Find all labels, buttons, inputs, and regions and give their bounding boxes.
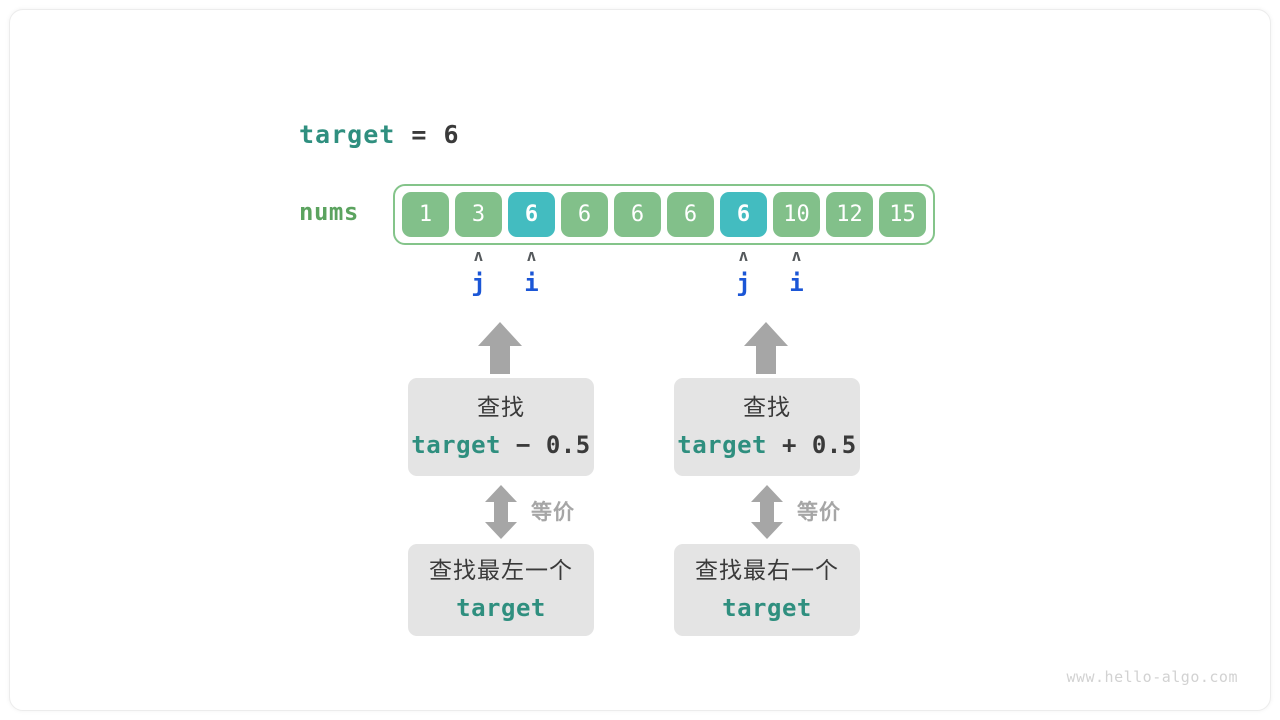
up-arrow-left	[477, 320, 523, 374]
top-box-right-var: target	[677, 431, 767, 459]
bottom-box-left: 查找最左一个 target	[408, 544, 594, 636]
top-box-left-operand: 0.5	[545, 431, 591, 459]
top-box-left-line1: 查找	[477, 395, 525, 421]
equivalence-arrow-right	[750, 484, 784, 540]
pointer-caret-icon: ʌ	[473, 246, 484, 265]
pointer-caret-icon: ʌ	[738, 246, 749, 265]
up-arrow-right	[743, 320, 789, 374]
target-var-name: target	[299, 120, 396, 149]
pointer-caret-icon: ʌ	[791, 246, 802, 265]
array-cell: 6	[508, 192, 555, 237]
target-declaration: target = 6	[299, 120, 460, 149]
up-arrow-left-glyph	[478, 322, 522, 374]
equivalence-label-left: 等价	[531, 500, 575, 524]
watermark: www.hello-algo.com	[1066, 668, 1238, 686]
top-box-left: 查找 target − 0.5	[408, 378, 594, 476]
top-box-left-line2: target − 0.5	[411, 429, 590, 461]
bottom-box-left-line1: 查找最左一个	[429, 558, 573, 584]
pointer-label: j	[736, 269, 751, 297]
double-arrow-right-glyph	[751, 485, 783, 539]
up-arrow-right-glyph	[744, 322, 788, 374]
array-cell: 6	[614, 192, 661, 237]
array-cell: 12	[826, 192, 873, 237]
target-value: 6	[443, 120, 460, 149]
array-cell: 15	[879, 192, 926, 237]
pointer-label: j	[471, 269, 486, 297]
array-cell: 10	[773, 192, 820, 237]
bottom-box-right-line1: 查找最右一个	[695, 558, 839, 584]
equivalence-label-right: 等价	[797, 500, 841, 524]
nums-label: nums	[299, 198, 359, 226]
top-box-right-line1: 查找	[743, 395, 791, 421]
equivalence-arrow-left	[484, 484, 518, 540]
double-arrow-left-glyph	[485, 485, 517, 539]
pointer-label: i	[524, 269, 539, 297]
array-cell: 1	[402, 192, 449, 237]
bottom-box-right-line2: target	[722, 594, 812, 622]
top-box-right-line2: target + 0.5	[677, 429, 856, 461]
array-cell: 3	[455, 192, 502, 237]
bottom-box-right: 查找最右一个 target	[674, 544, 860, 636]
bottom-box-left-line2: target	[456, 594, 546, 622]
top-box-left-var: target	[411, 431, 501, 459]
array-cell: 6	[667, 192, 714, 237]
top-box-right-operator: +	[781, 431, 797, 459]
array-cell: 6	[720, 192, 767, 237]
top-box-right: 查找 target + 0.5	[674, 378, 860, 476]
array-cell: 6	[561, 192, 608, 237]
pointer-label: i	[789, 269, 804, 297]
top-box-right-operand: 0.5	[811, 431, 857, 459]
pointer-caret-icon: ʌ	[526, 246, 537, 265]
top-box-left-operator: −	[515, 431, 531, 459]
target-equals-sign: =	[411, 120, 428, 149]
